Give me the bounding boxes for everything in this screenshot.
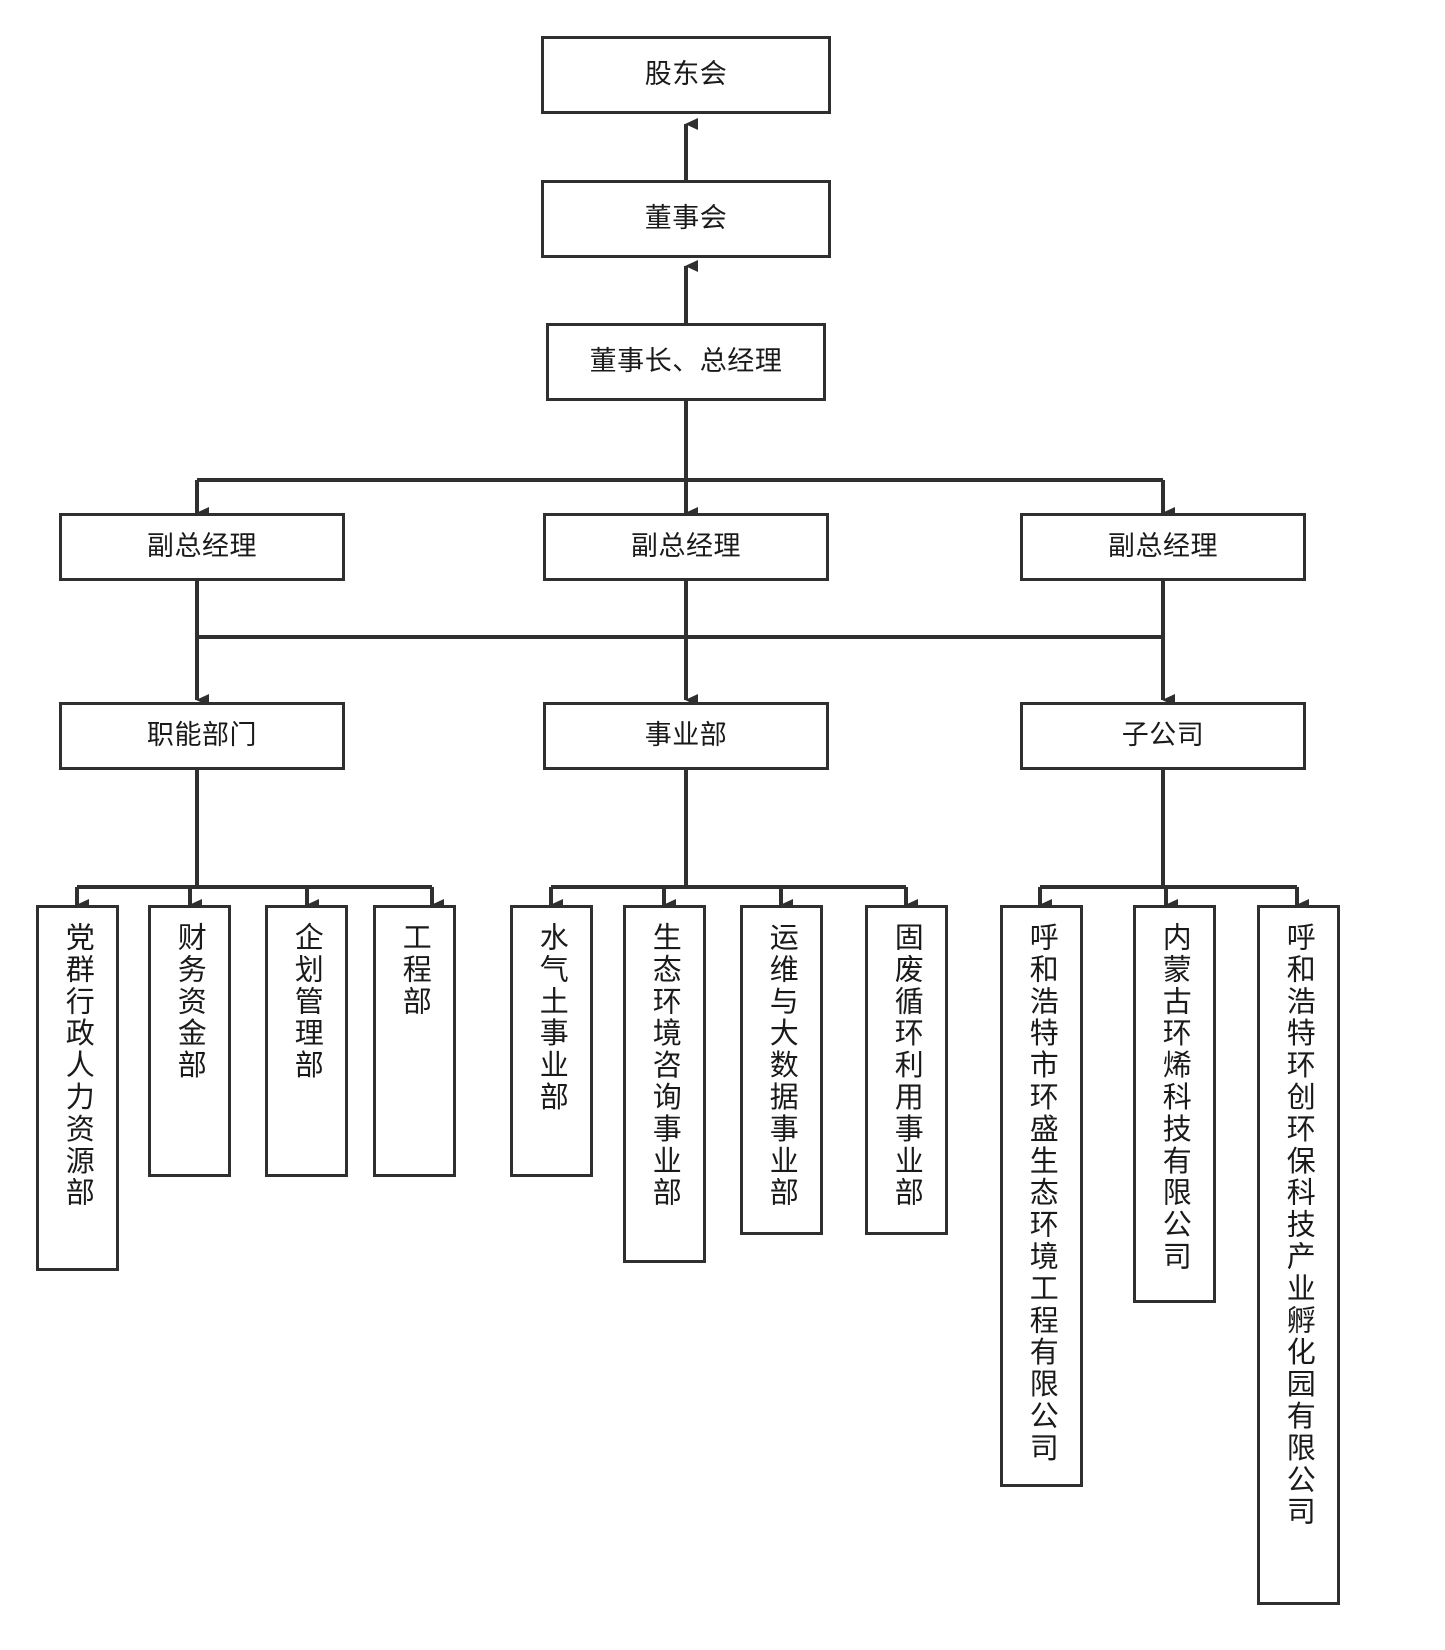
node-label: 董事会 [644, 203, 728, 235]
node-board-of-directors[interactable]: 董事会 [541, 180, 831, 258]
node-label: 呼和浩特市环盛生态环境工程有限公司 [1025, 922, 1060, 1465]
node-chairman-general-manager[interactable]: 董事长、总经理 [546, 323, 826, 401]
node-business-divisions[interactable]: 事业部 [543, 702, 829, 770]
node-label: 财务资金部 [173, 922, 208, 1082]
leaf-functional-department-1[interactable]: 党群行政人力资源部 [36, 905, 119, 1271]
node-functional-departments[interactable]: 职能部门 [59, 702, 345, 770]
node-label: 呼和浩特环创环保科技产业孵化园有限公司 [1282, 922, 1317, 1529]
node-label: 副总经理 [630, 531, 742, 563]
node-deputy-general-manager-2[interactable]: 副总经理 [543, 513, 829, 581]
leaf-business-unit-4[interactable]: 固废循环利用事业部 [865, 905, 948, 1235]
node-label: 生态环境咨询事业部 [648, 922, 683, 1210]
node-deputy-general-manager-1[interactable]: 副总经理 [59, 513, 345, 581]
node-label: 职能部门 [146, 720, 258, 752]
node-label: 事业部 [644, 720, 728, 752]
node-label: 副总经理 [1107, 531, 1219, 563]
node-label: 董事长、总经理 [589, 346, 783, 378]
leaf-business-unit-1[interactable]: 水气土事业部 [510, 905, 593, 1177]
node-label: 运维与大数据事业部 [765, 922, 800, 1210]
node-label: 固废循环利用事业部 [890, 922, 925, 1210]
node-label: 内蒙古环烯科技有限公司 [1158, 922, 1193, 1273]
leaf-functional-department-4[interactable]: 工程部 [373, 905, 456, 1177]
node-label: 工程部 [398, 922, 433, 1018]
leaf-functional-department-3[interactable]: 企划管理部 [265, 905, 348, 1177]
leaf-subsidiary-2[interactable]: 内蒙古环烯科技有限公司 [1133, 905, 1216, 1303]
leaf-functional-department-2[interactable]: 财务资金部 [148, 905, 231, 1177]
leaf-business-unit-2[interactable]: 生态环境咨询事业部 [623, 905, 706, 1263]
node-shareholders-meeting[interactable]: 股东会 [541, 36, 831, 114]
node-label: 子公司 [1121, 720, 1205, 752]
node-label: 股东会 [644, 59, 728, 91]
node-label: 水气土事业部 [535, 922, 570, 1114]
node-deputy-general-manager-3[interactable]: 副总经理 [1020, 513, 1306, 581]
node-subsidiaries[interactable]: 子公司 [1020, 702, 1306, 770]
leaf-business-unit-3[interactable]: 运维与大数据事业部 [740, 905, 823, 1235]
node-label: 企划管理部 [290, 922, 325, 1082]
leaf-subsidiary-1[interactable]: 呼和浩特市环盛生态环境工程有限公司 [1000, 905, 1083, 1487]
node-label: 党群行政人力资源部 [61, 922, 96, 1210]
node-label: 副总经理 [146, 531, 258, 563]
leaf-subsidiary-3[interactable]: 呼和浩特环创环保科技产业孵化园有限公司 [1257, 905, 1340, 1605]
